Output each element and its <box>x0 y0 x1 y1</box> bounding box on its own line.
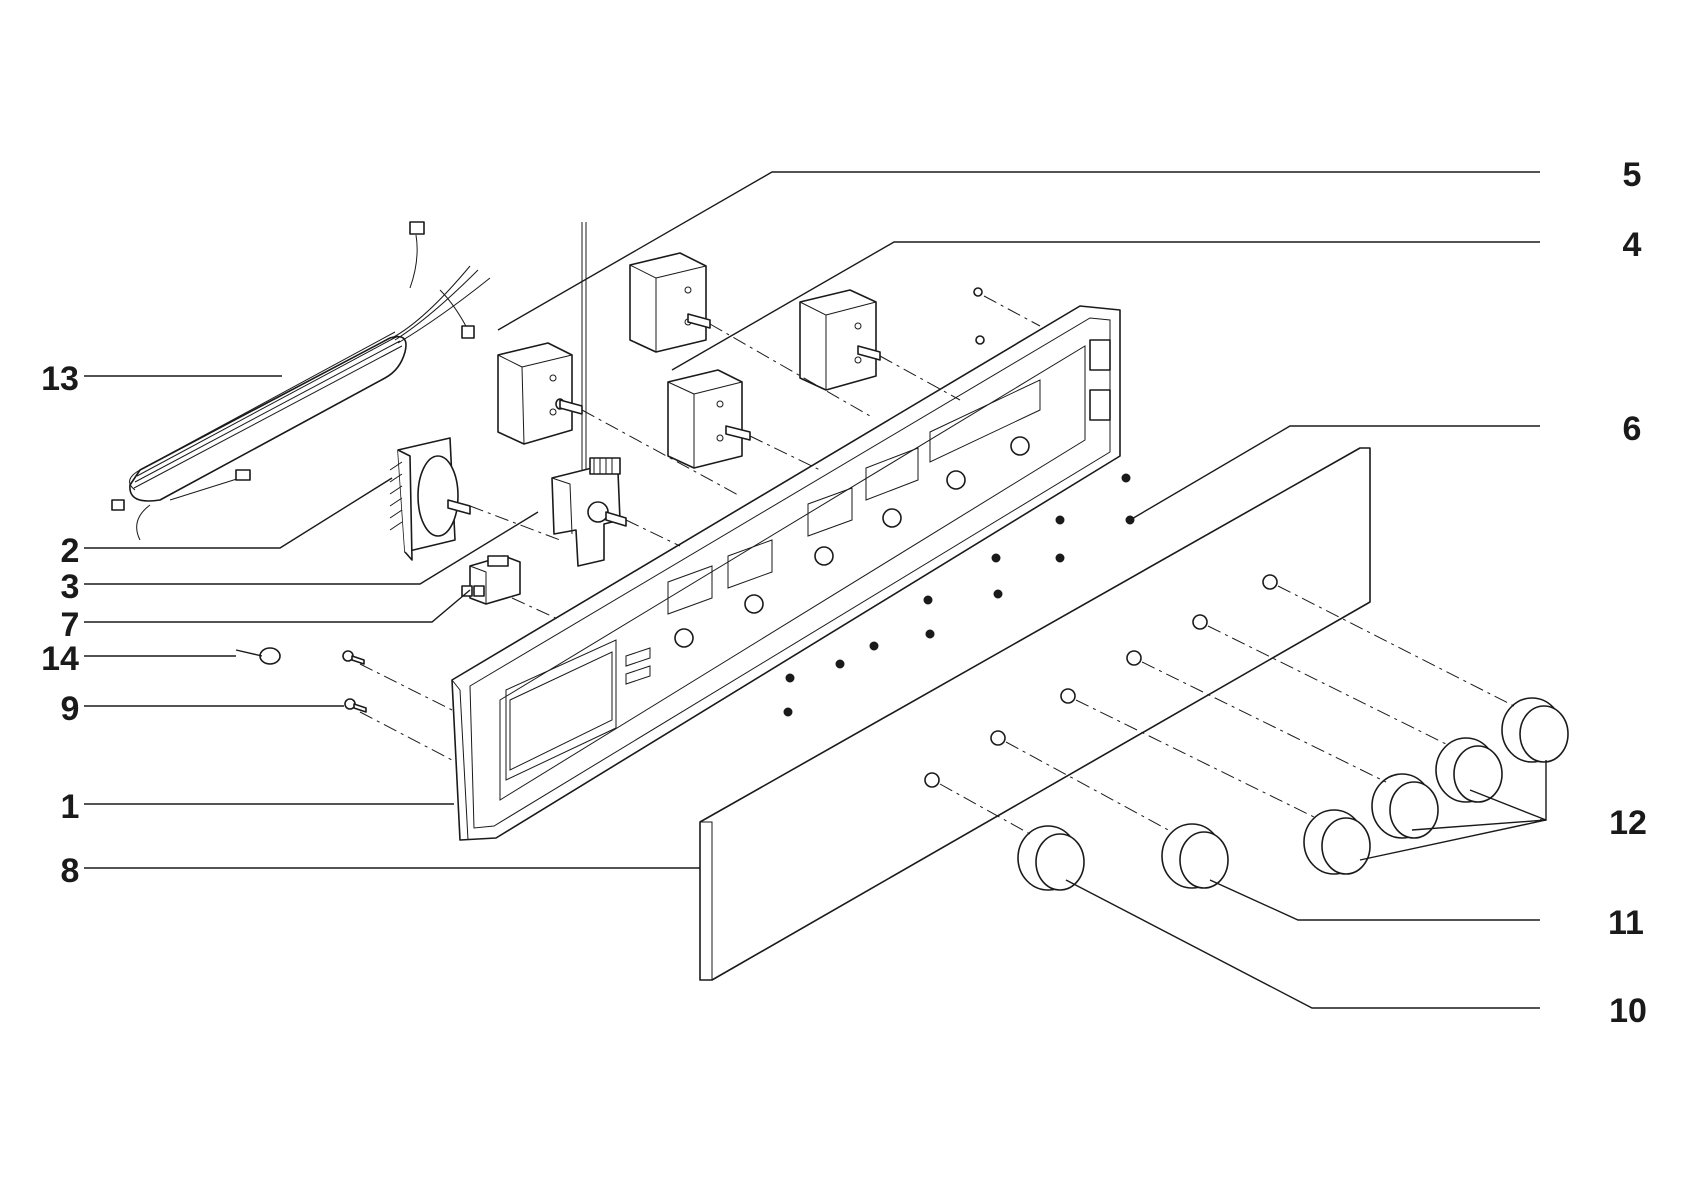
screw-part-9 <box>342 650 367 713</box>
callout-9: 9 <box>61 690 80 728</box>
callout-11: 11 <box>1608 904 1644 942</box>
callout-3: 3 <box>61 568 80 606</box>
front-panel-part-8 <box>699 447 1371 981</box>
relay-box-4a <box>667 369 751 469</box>
callout-6: 6 <box>1623 410 1642 448</box>
callout-7: 7 <box>61 606 80 644</box>
callout-14: 14 <box>41 640 79 678</box>
heating-element-harness <box>111 221 491 541</box>
rotary-switch-part-2 <box>389 437 471 561</box>
knob-part-12d <box>1501 697 1569 763</box>
callout-1: 1 <box>61 788 80 826</box>
panel-screws <box>783 287 1135 717</box>
callout-5: 5 <box>1623 156 1642 194</box>
thermostat-part-3 <box>551 222 627 567</box>
pin-part-14 <box>235 647 281 665</box>
relay-box-4b <box>799 289 881 391</box>
relay-box-5b <box>629 252 711 353</box>
callout-10: 10 <box>1609 992 1647 1030</box>
callout-12: 12 <box>1609 804 1647 842</box>
assembly-lines <box>359 295 1515 835</box>
knob-part-11 <box>1161 823 1229 889</box>
knob-part-12c <box>1435 737 1503 803</box>
knob-part-10 <box>1017 825 1085 891</box>
callout-8: 8 <box>61 852 80 890</box>
callout-labels: 5 4 6 12 11 10 13 2 3 7 14 9 1 8 <box>41 156 1647 1030</box>
control-panel-frame-part-1 <box>451 305 1121 841</box>
terminal-block-part-7 <box>461 555 521 605</box>
knob-part-12a <box>1303 809 1371 875</box>
callout-4: 4 <box>1623 226 1642 264</box>
callout-2: 2 <box>61 532 80 570</box>
callout-13: 13 <box>41 360 79 398</box>
relay-box-5a <box>497 342 583 445</box>
knob-part-12b <box>1371 773 1439 839</box>
leader-lines <box>84 171 1547 1009</box>
